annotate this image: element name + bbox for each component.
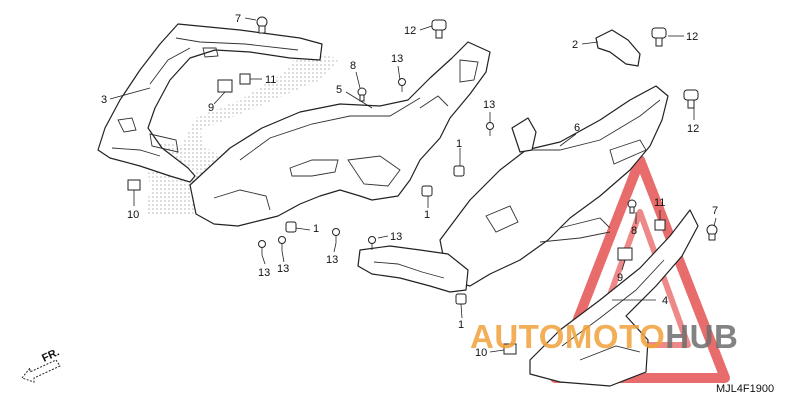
bolt-8b-icon <box>627 199 637 214</box>
callout-12b: 12 <box>686 31 698 43</box>
screw-13f-icon <box>368 236 376 250</box>
screw-13b-icon <box>486 122 494 136</box>
callout-7b: 7 <box>712 205 718 217</box>
callout-12c: 12 <box>687 123 699 135</box>
callout-labels: 7 12 2 12 3 11 9 8 13 5 13 12 6 1 10 1 1… <box>101 13 718 359</box>
clip-9b-icon <box>617 247 633 261</box>
callout-13e: 13 <box>326 254 338 266</box>
watermark-brand-text: AUTOMOTOHUB <box>470 318 738 355</box>
bolt-8a-icon <box>357 87 367 102</box>
screw-13d-icon <box>278 236 286 251</box>
part-5-center-inner-cover <box>189 41 491 227</box>
bolt-7b-icon <box>706 224 718 241</box>
bolt-7a-icon <box>256 16 268 34</box>
part-4-lower-right-trim <box>529 209 699 387</box>
callout-1c: 1 <box>313 223 319 235</box>
callout-11b: 11 <box>654 197 665 209</box>
watermark-part3: HUB <box>665 318 738 355</box>
callout-1b: 1 <box>424 209 430 221</box>
grommet-1a-icon <box>453 165 465 177</box>
watermark-part1: AUTO <box>470 318 565 355</box>
part-3-left-side-cover <box>97 23 323 183</box>
grommet-1d-icon <box>455 293 467 305</box>
callout-11a: 11 <box>265 74 276 86</box>
callout-9a: 9 <box>208 102 214 114</box>
screw-13e-icon <box>332 228 340 243</box>
part-6-right-side-cover <box>439 85 669 287</box>
callout-9b: 9 <box>617 272 623 284</box>
callout-13d: 13 <box>277 263 289 275</box>
svg-text:AUTOMOTOHUB: AUTOMOTOHUB <box>470 318 738 355</box>
clip-12c-icon <box>683 89 699 109</box>
clip-12b-icon <box>651 27 667 47</box>
callout-1a: 1 <box>456 138 462 150</box>
nut-11a-icon <box>239 73 251 85</box>
part-lower-undercover <box>357 245 469 293</box>
callout-13a: 13 <box>391 53 403 65</box>
callout-2: 2 <box>572 39 578 51</box>
fasteners <box>127 16 718 355</box>
grommet-1c-icon <box>285 221 297 233</box>
watermark-part2: MOTO <box>565 318 665 355</box>
callout-3: 3 <box>101 94 107 106</box>
callout-12a: 12 <box>404 25 416 37</box>
callout-6: 6 <box>574 122 580 134</box>
front-direction-arrow: FR. <box>21 346 61 383</box>
callout-13f: 13 <box>390 231 402 243</box>
callout-10a: 10 <box>127 209 139 221</box>
clip-9a-icon <box>217 79 233 93</box>
callout-5: 5 <box>336 84 342 96</box>
diagram-code: MJL4F1900 <box>716 383 774 395</box>
callout-1d: 1 <box>458 319 464 331</box>
callout-10b: 10 <box>475 347 487 359</box>
callout-8a: 8 <box>350 60 356 72</box>
grommet-1b-icon <box>421 185 433 197</box>
callout-4: 4 <box>662 295 668 307</box>
clip-12a-icon <box>431 19 447 39</box>
front-indicator-label: FR. <box>40 346 61 364</box>
callout-13c: 13 <box>258 267 270 279</box>
callout-7a: 7 <box>235 13 241 25</box>
callout-8b: 8 <box>631 225 637 237</box>
clip-10b-icon <box>503 343 517 355</box>
callout-13b: 13 <box>483 99 495 111</box>
screw-13c-icon <box>258 240 266 255</box>
clip-10a-icon <box>127 179 141 191</box>
part-2-small-bracket <box>595 29 641 67</box>
screw-13a-icon <box>398 78 406 92</box>
nut-11b-icon <box>654 219 666 231</box>
leader-lines <box>109 17 717 353</box>
